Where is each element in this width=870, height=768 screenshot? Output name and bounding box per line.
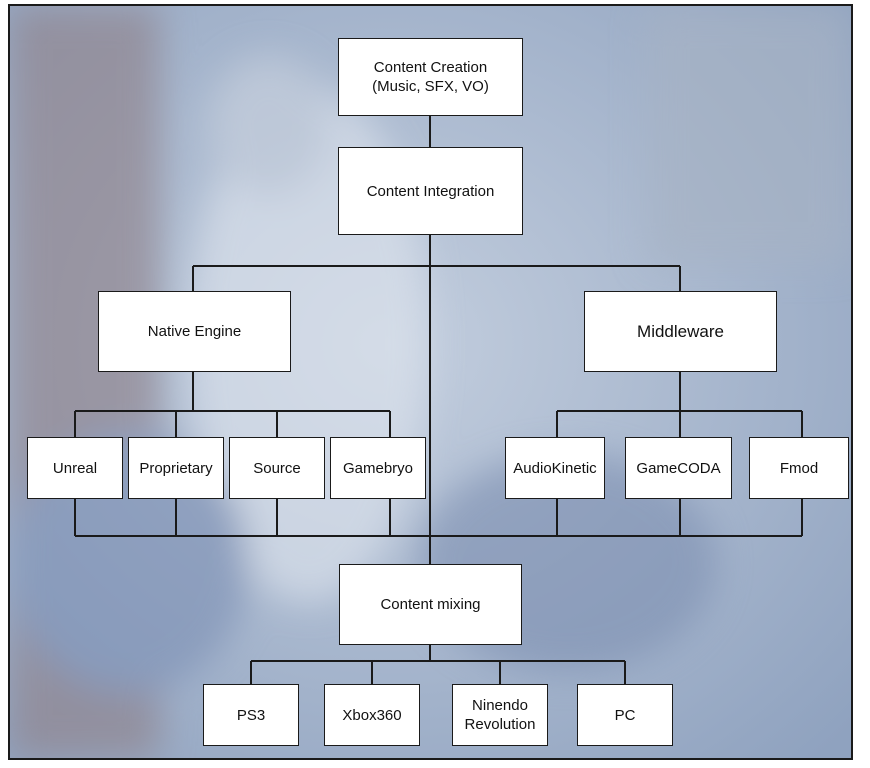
node-ps3: PS3 [203, 684, 299, 746]
node-label: Middleware [637, 322, 724, 341]
node-gamebryo: Gamebryo [330, 437, 426, 499]
connector-lines [74, 116, 803, 684]
node-proprietary: Proprietary [128, 437, 224, 499]
node-content-mixing: Content mixing [339, 564, 522, 645]
node-label: Proprietary [139, 459, 213, 477]
node-middleware: Middleware [584, 291, 777, 372]
node-source: Source [229, 437, 325, 499]
node-label: Source [253, 459, 301, 477]
node-xbox360: Xbox360 [324, 684, 420, 746]
node-label: PS3 [236, 706, 266, 724]
node-unreal: Unreal [27, 437, 123, 499]
node-label: Gamebryo [342, 459, 414, 477]
node-audiokinetic: AudioKinetic [505, 437, 605, 499]
node-pc: PC [577, 684, 673, 746]
node-content-integration: Content Integration [338, 147, 523, 235]
node-label: Content Creation (Music, SFX, VO) [372, 59, 489, 95]
node-label: Ninendo Revolution [464, 697, 536, 733]
node-gamecoda: GameCODA [625, 437, 732, 499]
node-native-engine: Native Engine [98, 291, 291, 372]
node-fmod: Fmod [749, 437, 849, 499]
node-content-creation: Content Creation (Music, SFX, VO) [338, 38, 523, 116]
node-label: AudioKinetic [513, 459, 597, 477]
node-label: Content mixing [380, 596, 481, 613]
node-label: Content Integration [366, 182, 495, 200]
node-label: Unreal [52, 459, 98, 477]
node-label: GameCODA [636, 459, 721, 477]
node-label: Native Engine [147, 323, 242, 340]
diagram-frame: Content Creation (Music, SFX, VO) Conten… [8, 4, 853, 760]
node-ninendo-revolution: Ninendo Revolution [452, 684, 548, 746]
node-label: Xbox360 [342, 706, 402, 724]
node-label: Fmod [779, 459, 819, 477]
node-label: PC [614, 706, 636, 724]
